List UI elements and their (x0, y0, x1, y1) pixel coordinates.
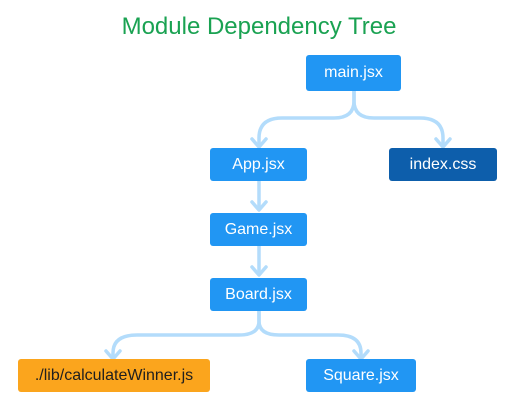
arrowhead-app (250, 137, 268, 149)
node-square: Square.jsx (306, 359, 416, 392)
edge-main-app (257, 89, 356, 148)
arrowhead-board (250, 265, 268, 277)
node-calculate-winner: ./lib/calculateWinner.js (18, 359, 210, 392)
edge-board-square (257, 309, 363, 360)
edge-board-calculatewinner (111, 309, 261, 360)
node-index-css: index.css (389, 148, 497, 181)
edge-main-indexcss (352, 89, 445, 148)
node-main: main.jsx (306, 55, 401, 91)
arrowhead-indexcss (434, 137, 452, 149)
node-game: Game.jsx (210, 213, 307, 246)
node-app: App.jsx (210, 148, 307, 181)
arrowhead-game (250, 200, 268, 212)
diagram-title: Module Dependency Tree (121, 13, 397, 40)
node-board: Board.jsx (210, 278, 307, 311)
